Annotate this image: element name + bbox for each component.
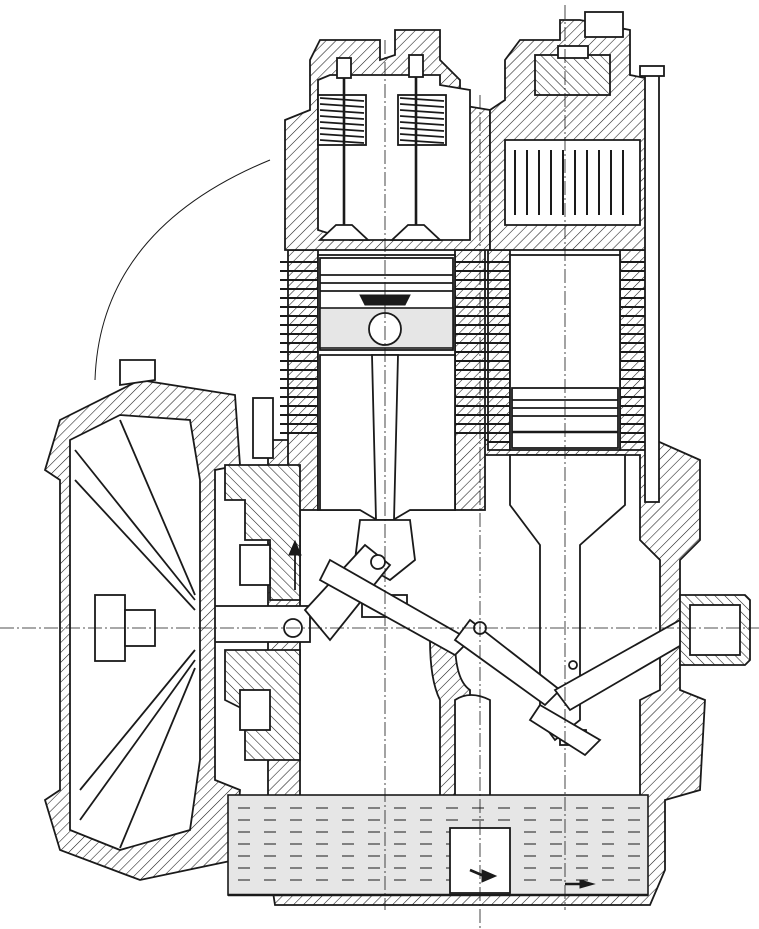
center-lines	[0, 5, 759, 929]
cylinder-head-left	[284, 29, 491, 251]
spring-coil	[399, 127, 445, 132]
spring-coil	[319, 121, 365, 126]
valve-springs	[319, 97, 445, 144]
spring-coil	[399, 133, 445, 138]
spring-coil	[319, 133, 365, 138]
spring-coil	[319, 127, 365, 132]
spring-coil	[399, 139, 445, 144]
oil-sump	[227, 794, 649, 897]
intake-valve	[317, 57, 371, 241]
spring-coil	[399, 97, 445, 102]
crankshaft	[119, 543, 751, 757]
gear-housing	[224, 397, 301, 761]
spring-coil	[319, 103, 365, 108]
oil-level-lines	[238, 807, 640, 881]
cooling-fins-left	[280, 261, 490, 434]
spring-coil	[319, 139, 365, 144]
piston-left	[319, 257, 454, 351]
exhaust-valve	[389, 54, 443, 241]
head-stud	[639, 65, 665, 503]
cylinder-head-right	[489, 11, 656, 251]
spring-coil	[399, 121, 445, 126]
spring-coil	[399, 115, 445, 120]
spring-coil	[319, 115, 365, 120]
arrow-up-icon	[288, 539, 302, 590]
spring-coil	[399, 109, 445, 114]
spring-coil	[399, 103, 445, 108]
head-fins-right	[514, 150, 624, 215]
spring-coil	[319, 109, 365, 114]
cooling-fan	[43, 159, 271, 881]
spring-coil	[319, 97, 365, 102]
arrow-right-icon	[469, 868, 596, 889]
connecting-rod	[319, 354, 456, 618]
fan-impeller-icon	[74, 419, 196, 849]
